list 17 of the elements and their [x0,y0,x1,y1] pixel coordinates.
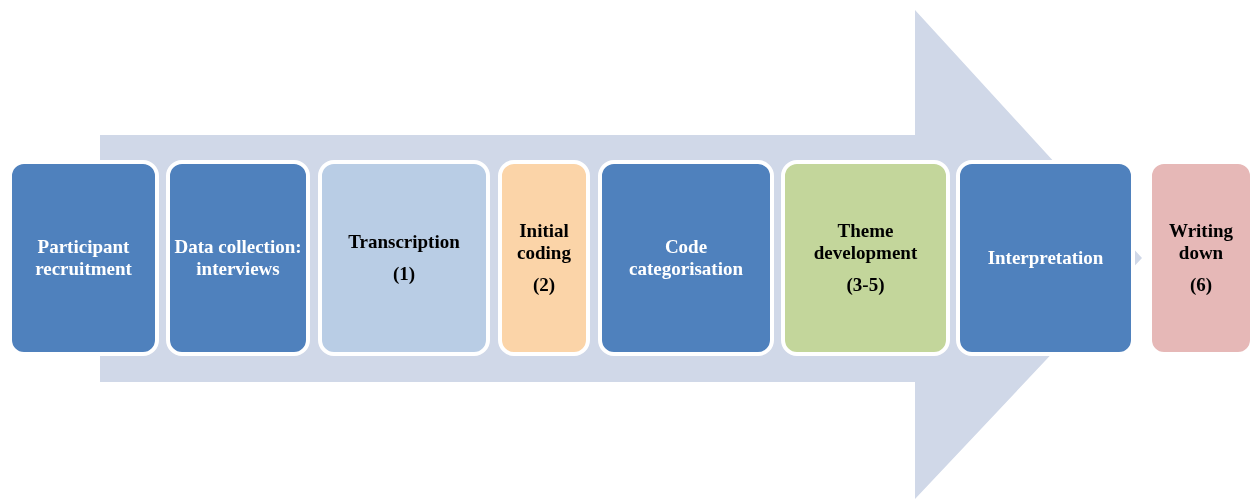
step-label: Theme development [812,220,919,264]
process-step-box [318,160,490,356]
process-step-box [498,160,590,356]
step-label: Interpretation [987,247,1104,269]
step-label: Code categorisation [628,236,744,280]
step-number: (3-5) [846,274,885,296]
step-label: Writing down [1167,220,1234,264]
process-step-box [781,160,950,356]
step-number: (1) [392,263,416,285]
step-label: Participant recruitment [34,236,133,280]
step-label: Data collection: interviews [174,236,302,280]
step-number: (2) [532,274,556,296]
step-label: Transcription [348,231,460,253]
step-number: (6) [1189,274,1213,296]
process-step-box [598,160,774,356]
step-label: Initial coding [516,220,572,264]
process-step-box [166,160,310,356]
